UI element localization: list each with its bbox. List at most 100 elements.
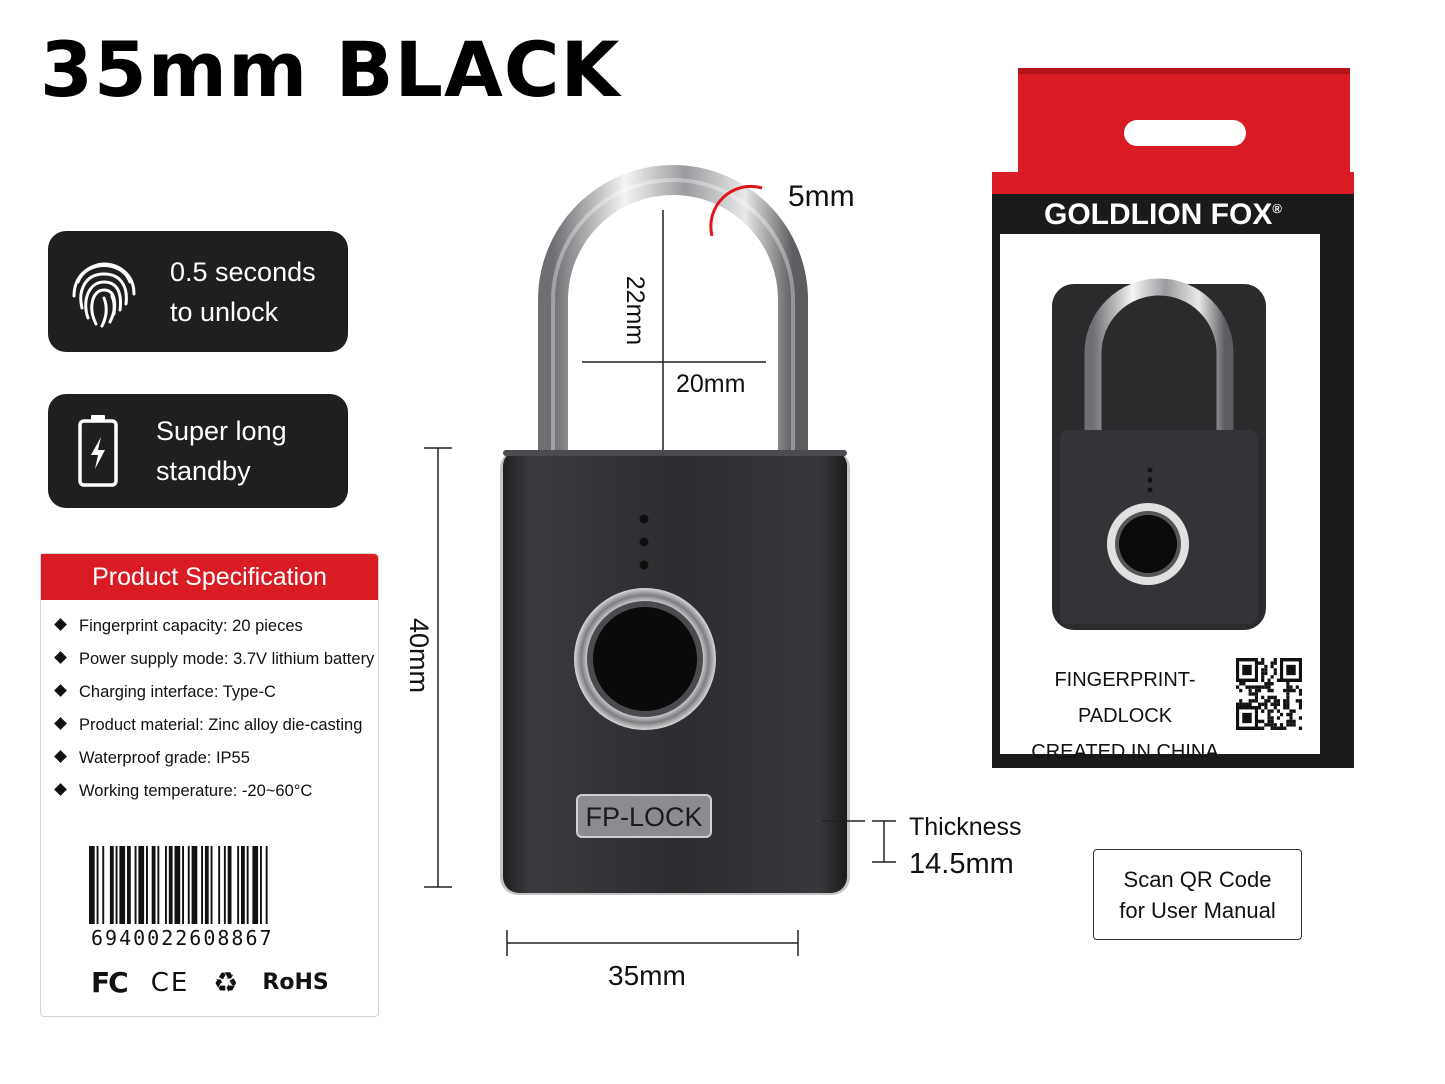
fingerprint-icon	[64, 252, 144, 332]
qr-module	[1239, 682, 1243, 686]
qr-module	[1239, 688, 1243, 693]
qr-module	[1283, 699, 1287, 703]
list-item: Product material: Zinc alloy die-casting	[53, 711, 374, 744]
qr-module	[1283, 706, 1287, 710]
qr-module	[1261, 658, 1265, 662]
qr-module	[1261, 695, 1265, 700]
qr-module	[1286, 723, 1290, 727]
qr-module	[1292, 723, 1296, 727]
list-item: Waterproof grade: IP55	[53, 744, 374, 777]
qr-module	[1286, 695, 1290, 700]
qr-module	[1280, 726, 1284, 730]
barcode-bar	[151, 846, 156, 924]
package-caption: FINGERPRINT-PADLOCK CREATED IN CHINA	[1020, 662, 1230, 770]
battery-icon	[76, 413, 120, 489]
barcode-bar	[201, 846, 203, 924]
barcode-bar	[252, 846, 259, 924]
feature-line: standby	[156, 456, 251, 486]
qr-module	[1261, 678, 1265, 682]
spec-list: Fingerprint capacity: 20 pieces Power su…	[53, 612, 374, 810]
qr-module	[1267, 682, 1271, 686]
qr-module	[1267, 716, 1271, 720]
qr-module	[1261, 719, 1265, 724]
barcode-number: 6940022608867	[91, 926, 274, 950]
fp-lock-label: FP-LOCK	[585, 802, 702, 832]
qr-module	[1298, 699, 1302, 703]
qr-module	[1267, 688, 1271, 693]
barcode-bar	[265, 846, 268, 924]
shackle-height-label: 22mm	[621, 275, 650, 346]
spec-heading: Product Specification	[41, 554, 378, 600]
bullet-diamond-icon	[54, 750, 67, 763]
shackle-diameter-marker	[709, 184, 763, 237]
page-title: 35mm BLACK	[40, 25, 621, 114]
qr-module	[1242, 682, 1246, 686]
fcc-logo: FC	[91, 966, 129, 999]
qr-module	[1280, 723, 1284, 727]
qr-module	[1273, 723, 1277, 727]
list-item: Working temperature: -20~60°C	[53, 777, 374, 810]
qr-module	[1270, 716, 1274, 720]
qr-module	[1267, 685, 1271, 689]
qr-module	[1267, 719, 1271, 724]
qr-module	[1295, 699, 1299, 703]
qr-module	[1298, 726, 1302, 730]
qr-module	[1270, 682, 1274, 686]
shackle	[538, 165, 808, 455]
qr-module	[1280, 712, 1284, 717]
qr-module	[1251, 699, 1255, 703]
qr-module	[1248, 699, 1252, 703]
brand-text: GOLDLION FOX	[1044, 198, 1273, 231]
qr-module	[1298, 688, 1302, 693]
bullet-diamond-icon	[54, 651, 67, 664]
qr-module	[1286, 719, 1290, 724]
qr-module	[1254, 688, 1258, 693]
qr-module	[1248, 685, 1252, 689]
qr-module	[1273, 702, 1277, 706]
qr-module	[1251, 685, 1255, 689]
fp-lock-plate	[576, 794, 712, 838]
qr-module	[1276, 716, 1280, 720]
qr-module	[1258, 661, 1262, 665]
barcode-bar	[246, 846, 249, 924]
qr-module	[1258, 685, 1262, 689]
feature-line: to unlock	[170, 296, 279, 327]
bullet-diamond-icon	[54, 618, 67, 631]
list-item: Power supply mode: 3.7V lithium battery	[53, 645, 374, 678]
qr-module	[1258, 719, 1262, 724]
qr-finder	[1242, 664, 1252, 676]
hang-hole	[1124, 120, 1246, 146]
spec-item-text: Product material: Zinc alloy die-casting	[79, 716, 363, 734]
qr-module	[1273, 658, 1277, 662]
qr-module	[1283, 726, 1287, 730]
qr-module	[1267, 695, 1271, 700]
qr-module	[1264, 671, 1268, 676]
feature-line: Super long	[156, 416, 287, 446]
qr-module	[1261, 685, 1265, 689]
qr-module	[1264, 699, 1268, 703]
qr-module	[1273, 661, 1277, 665]
qr-module	[1264, 685, 1268, 689]
qr-module	[1258, 726, 1262, 730]
qr-module	[1258, 688, 1262, 693]
qr-module	[1258, 702, 1262, 706]
feature-standby: Super long standby	[48, 394, 348, 508]
barcode-bar	[157, 846, 160, 924]
qr-module	[1270, 702, 1274, 706]
qr-note-line: for User Manual	[1119, 897, 1276, 923]
qr-module	[1248, 702, 1252, 706]
barcode-bar	[182, 846, 184, 924]
barcode-bar	[218, 846, 221, 924]
ce-logo: CE	[150, 967, 190, 998]
qr-module	[1283, 702, 1287, 706]
qr-module	[1289, 709, 1293, 713]
brand-name: GOLDLION FOX®	[1044, 198, 1282, 232]
barcode-bar	[227, 846, 232, 924]
barcode-bar	[146, 846, 148, 924]
barcode	[89, 846, 268, 924]
qr-module	[1254, 699, 1258, 703]
body-height-label: 40mm	[404, 617, 435, 694]
qr-module	[1264, 706, 1268, 710]
qr-module	[1267, 709, 1271, 713]
qr-module	[1267, 723, 1271, 727]
